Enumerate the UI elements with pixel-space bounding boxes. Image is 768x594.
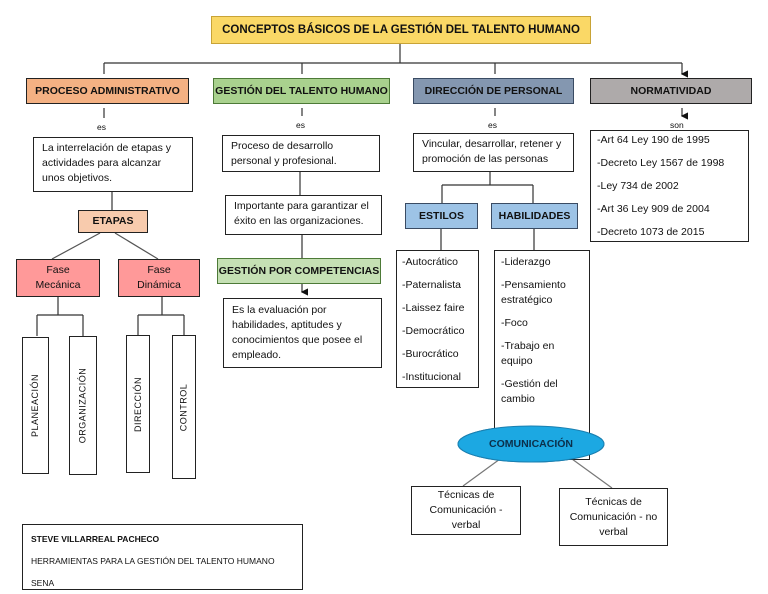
competencias-description: Es la evaluación por habilidades, aptitu…: [223, 298, 382, 368]
gestion-importance: Importante para garantizar el éxito en l…: [225, 195, 382, 235]
step-organizacion: ORGANIZACIÓN: [69, 336, 97, 475]
normatividad-header: NORMATIVIDAD: [590, 78, 752, 104]
gestion-description: Proceso de desarrollo personal y profesi…: [222, 135, 380, 172]
etapas-box: ETAPAS: [78, 210, 148, 233]
credits-author: STEVE VILLARREAL PACHECO: [31, 534, 160, 544]
direccion-connector: es: [488, 120, 497, 130]
fase-mecanica-box: Fase Mecánica: [16, 259, 100, 297]
map-title: CONCEPTOS BÁSICOS DE LA GESTIÓN DEL TALE…: [211, 16, 591, 44]
estilo-item: -Laissez faire: [402, 302, 465, 314]
estilos-box: ESTILOS: [405, 203, 478, 229]
estilo-item: -Institucional: [402, 371, 461, 383]
gestion-connector: es: [296, 120, 305, 130]
estilo-item: -Paternalista: [402, 279, 461, 291]
direccion-description: Vincular, desarrollar, retener y promoci…: [413, 133, 574, 172]
norma-item: -Art 36 Ley 909 de 2004: [597, 203, 710, 215]
habilidades-box: HABILIDADES: [491, 203, 578, 229]
habilidad-item: -Trabajo en equipo: [501, 340, 555, 367]
step-label: PLANEACIÓN: [30, 373, 40, 438]
direccion-header: DIRECCIÓN DE PERSONAL: [413, 78, 574, 104]
estilo-item: -Burocrático: [402, 348, 459, 360]
habilidades-list: -Liderazgo -Pensamiento estratégico -Foc…: [494, 250, 590, 460]
normatividad-connector: son: [670, 120, 684, 130]
proceso-description: La interrelación de etapas y actividades…: [33, 137, 193, 192]
gestion-header: GESTIÓN DEL TALENTO HUMANO: [213, 78, 390, 104]
estilo-item: -Autocrático: [402, 256, 459, 268]
competencias-box: GESTIÓN POR COMPETENCIAS: [217, 258, 381, 284]
habilidad-item: -Foco: [501, 317, 528, 329]
proceso-header: PROCESO ADMINISTRATIVO: [26, 78, 189, 104]
estilo-item: -Democrático: [402, 325, 465, 337]
step-control: CONTROL: [172, 335, 196, 479]
step-planeacion: PLANEACIÓN: [22, 337, 49, 474]
credits-course: HERRAMIENTAS PARA LA GESTIÓN DEL TALENTO…: [31, 556, 275, 566]
step-label: CONTROL: [178, 383, 189, 431]
estilos-list: -Autocrático -Paternalista -Laissez fair…: [396, 250, 479, 388]
proceso-connector: es: [97, 122, 106, 132]
habilidad-item: -Gestión del cambio: [501, 378, 558, 405]
credits-box: STEVE VILLARREAL PACHECO HERRAMIENTAS PA…: [22, 524, 303, 590]
norma-item: -Decreto 1073 de 2015: [597, 226, 705, 238]
tecnica-verbal-box: Técnicas de Comunicación - verbal: [411, 486, 521, 535]
step-label: ORGANIZACIÓN: [77, 367, 88, 444]
comunicacion-label: COMUNICACIÓN: [489, 438, 573, 450]
norma-item: -Art 64 Ley 190 de 1995: [597, 134, 710, 146]
fase-dinamica-box: Fase Dinámica: [118, 259, 200, 297]
tecnica-no-verbal-box: Técnicas de Comunicación - no verbal: [559, 488, 668, 546]
habilidad-item: -Liderazgo: [501, 256, 551, 268]
habilidad-item: -Pensamiento estratégico: [501, 279, 566, 306]
step-direccion: DIRECCIÓN: [126, 335, 150, 473]
normatividad-list: -Art 64 Ley 190 de 1995 -Decreto Ley 156…: [590, 130, 749, 242]
norma-item: -Ley 734 de 2002: [597, 180, 679, 192]
credits-institution: SENA: [31, 578, 55, 588]
step-label: DIRECCIÓN: [132, 376, 143, 432]
norma-item: -Decreto Ley 1567 de 1998: [597, 157, 725, 169]
